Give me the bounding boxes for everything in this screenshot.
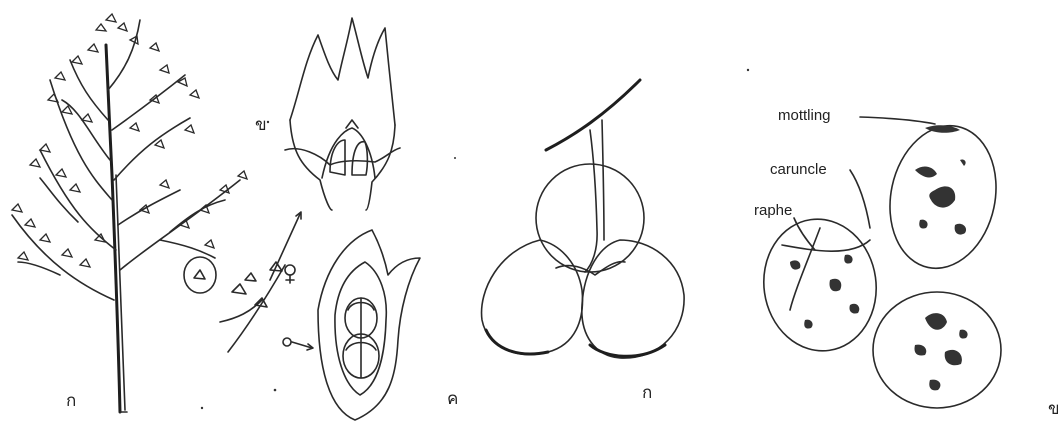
seeds-label: ข — [1048, 399, 1058, 419]
callout-mottling: mottling — [778, 107, 831, 124]
callout-raphe: raphe — [754, 202, 792, 219]
inflorescence-branch — [220, 212, 313, 352]
seed-callouts — [794, 117, 935, 250]
callout-caruncle: caruncle — [770, 161, 827, 178]
seed-top-right — [877, 116, 1009, 278]
pistillate-flower-section — [318, 230, 420, 420]
seed-middle-left — [755, 212, 884, 358]
fruit-label: ก — [642, 383, 652, 403]
seed-bottom-right — [873, 292, 1001, 408]
flower-sections-bottom-label: ค — [447, 389, 458, 409]
panicle-drawing — [12, 14, 247, 412]
print-specks — [201, 69, 749, 409]
flower-sections-top-label: ข — [255, 115, 267, 135]
capsule-fruit-drawing — [482, 80, 685, 358]
panicle-label: ก — [66, 391, 76, 411]
staminate-flower-section — [285, 18, 400, 210]
